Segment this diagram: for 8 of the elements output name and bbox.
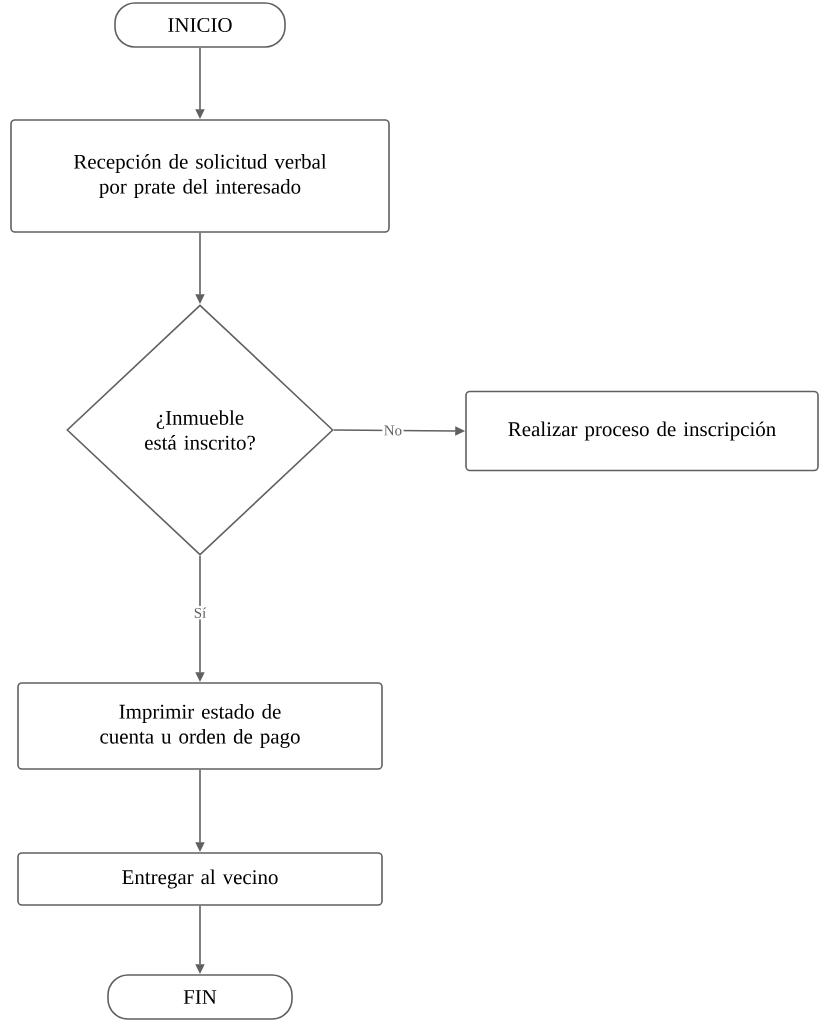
process-box: Entregar al vecino — [17, 852, 383, 906]
process-box: Imprimir estado de cuenta u orden de pago — [17, 682, 383, 770]
end-terminal: FIN — [107, 974, 293, 1020]
edge-label: Sí — [192, 605, 208, 620]
process-box: Recepción de solicitud verbal por prate del interesado — [10, 119, 390, 233]
process-box: Realizar proceso de inscripción — [465, 390, 819, 472]
start-terminal: INICIO — [114, 2, 286, 48]
edge-label: No — [382, 424, 404, 437]
